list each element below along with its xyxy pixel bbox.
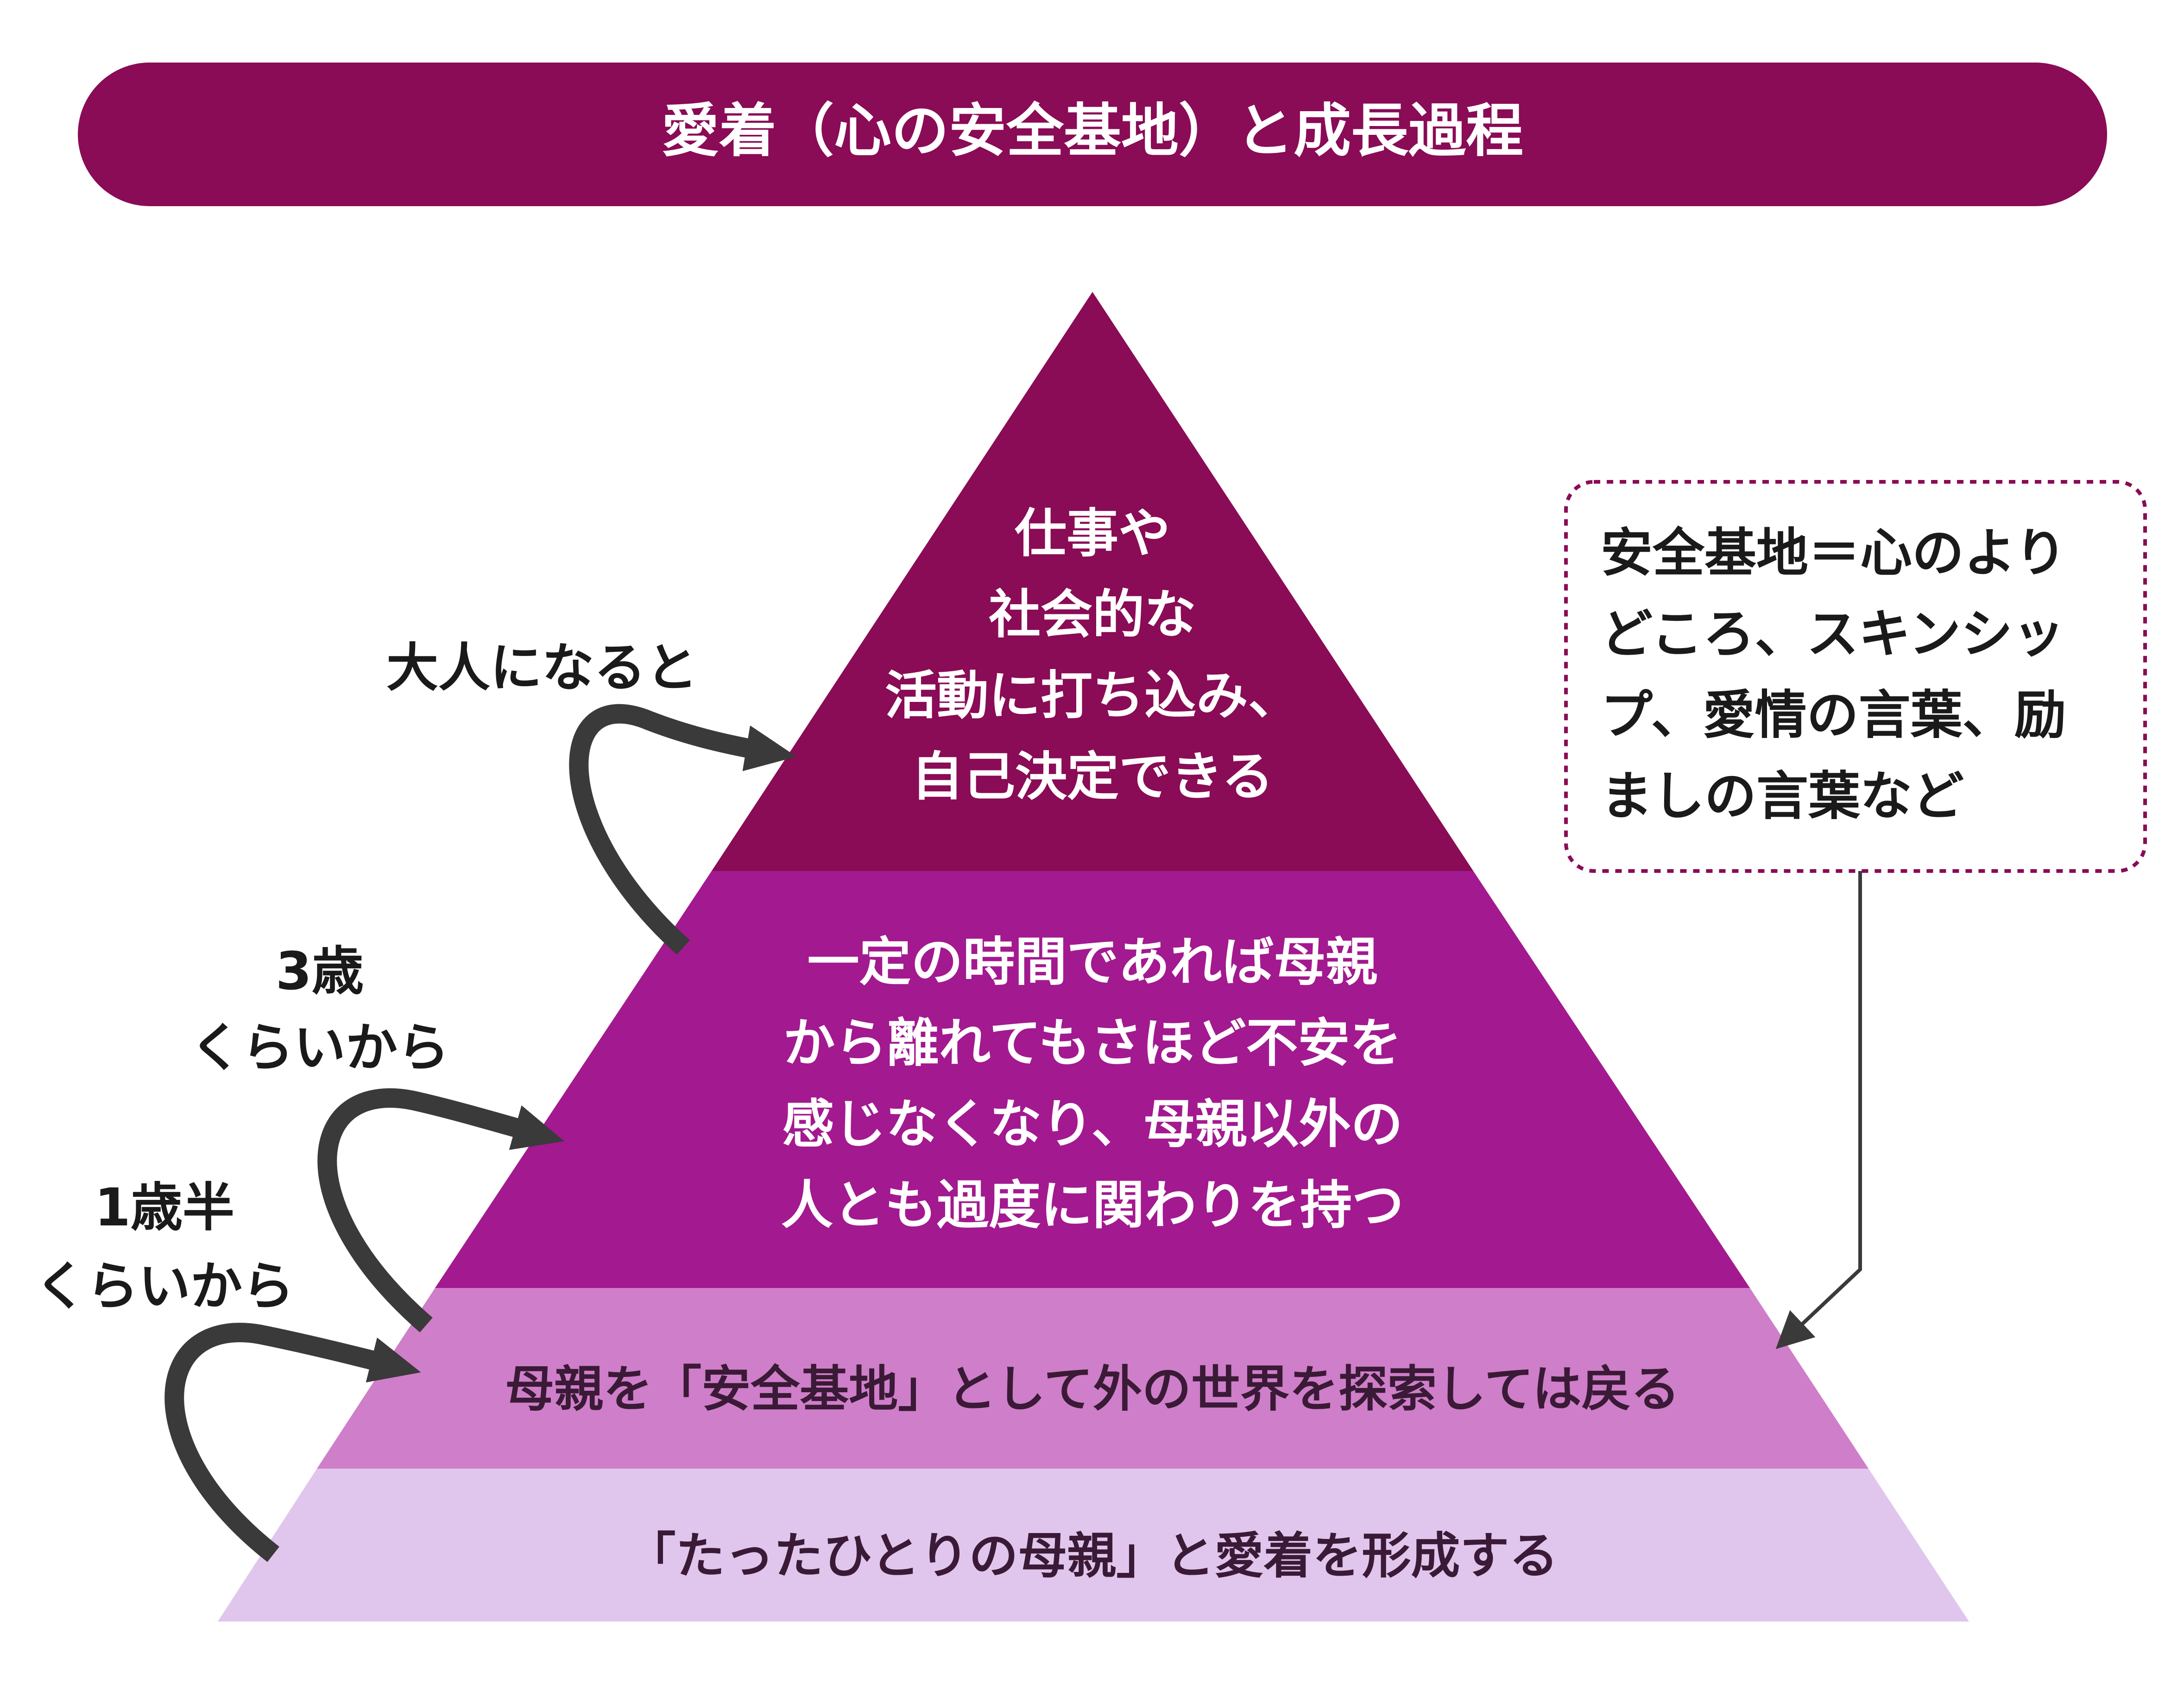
page-title: 愛着（心の安全基地）と成長過程 [662,98,1523,164]
stage-label-age3-line-1: 3歳 [276,941,364,1002]
callout-pointer-arrow [1775,871,1862,1349]
callout-box [1564,480,2147,873]
lower-tier-text: 母親を「安全基地」として外の世界を探索しては戻る [505,1361,1680,1418]
curved-arrow-adult [569,704,797,955]
pyramid-tier-base [218,1469,1969,1622]
top-tier-line-4: 自己決定できる [911,747,1274,807]
pyramid-tier-top [712,292,1473,871]
pyramid-tier-upper [435,871,1750,1288]
top-tier-line-1: 仕事や [1015,504,1170,564]
top-tier-line-2: 社会的な [989,585,1196,645]
callout-line-4: ましの言葉など [1601,766,1964,827]
curved-arrow-age3 [317,1088,565,1332]
upper-tier-line-4: 人とも過度に関わりを持つ [781,1175,1404,1236]
callout-line-2: どころ、スキンシッ [1601,604,2064,664]
pyramid-tier-lower [317,1288,1868,1469]
top-tier-line-3: 活動に打ち込み、 [885,666,1300,726]
stage-label-adult: 大人になると [386,638,698,698]
upper-tier-line-2: から離れてもさほど不安を [783,1013,1401,1073]
upper-tier-line-3: 感じなくなり、母親以外の [782,1094,1403,1155]
title-banner [78,63,2107,206]
callout-line-1: 安全基地＝心のより [1601,523,2067,583]
curved-arrow-age1-5 [164,1323,421,1562]
stage-label-age1-5-line-1: 1歳半 [95,1178,234,1238]
upper-tier-line-1: 一定の時間であれば母親 [808,932,1378,992]
callout-line-3: プ、愛情の言葉、励 [1601,685,2066,745]
base-tier-text: 「たったひとりの母親」と愛着を形成する [627,1527,1559,1584]
stage-label-age3-line-2: くらいから [190,1018,449,1078]
stage-label-age1-5-line-2: くらいから [35,1256,294,1317]
